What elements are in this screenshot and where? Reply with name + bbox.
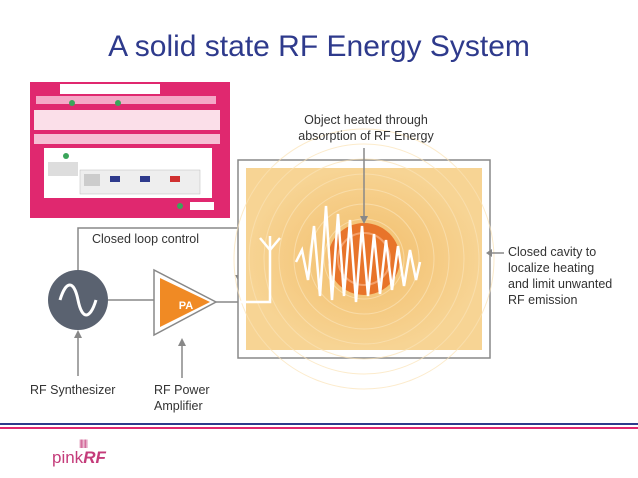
closed-cavity-label: Closed cavity to localize heating and li… [508, 244, 612, 308]
object-heated-label: Object heated through absorption of RF E… [286, 112, 446, 144]
antenna-icon [240, 236, 281, 304]
software-screenshot [30, 82, 230, 218]
pinkrf-logo: pinkRF [52, 448, 106, 468]
cavity-pointer-arrowhead [486, 249, 492, 257]
rf-power-amplifier-label: RF Power Amplifier [154, 382, 210, 414]
rf-power-line2: Amplifier [154, 399, 203, 413]
rf-waveform [294, 205, 422, 303]
closed-loop-label: Closed loop control [92, 232, 200, 246]
rf-synthesizer-icon [48, 270, 108, 330]
logo-suffix: RF [83, 448, 106, 467]
synth-pointer-arrowhead [74, 330, 82, 338]
closed-cavity-line2: localize heating [508, 261, 595, 275]
slide-title: A solid state RF Energy System [108, 30, 530, 63]
pa-icon [160, 278, 210, 327]
closed-cavity-line3: and limit unwanted [508, 277, 613, 291]
pa-pointer-arrowhead [178, 338, 186, 346]
object-pointer-arrowhead [360, 216, 368, 224]
closed-cavity-line4: RF emission [508, 293, 578, 307]
closed-cavity-line1: Closed cavity to [508, 245, 597, 259]
pa-label: PA [178, 300, 194, 312]
logo-prefix: pink [52, 448, 84, 467]
object-heated-line1: Object heated through [304, 113, 428, 127]
rf-power-line1: RF Power [154, 383, 210, 397]
object-heated-line2: absorption of RF Energy [298, 129, 434, 143]
rf-synthesizer-label: RF Synthesizer [30, 383, 116, 397]
logo-bars-icon: |||||| [79, 438, 88, 448]
heated-object-ring [337, 232, 391, 286]
